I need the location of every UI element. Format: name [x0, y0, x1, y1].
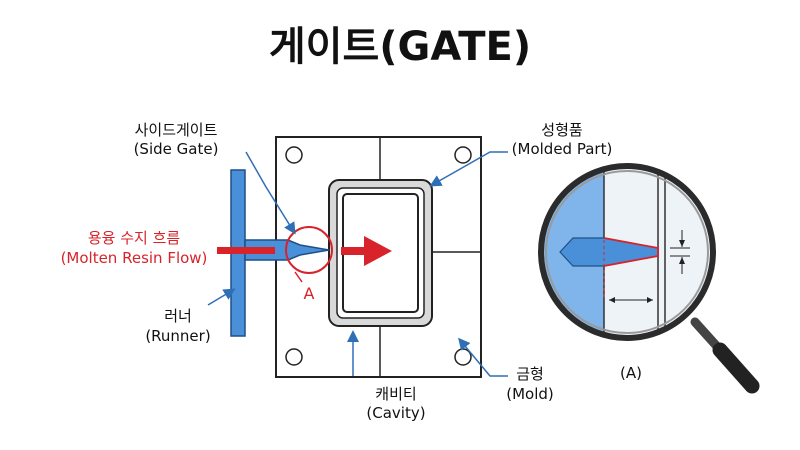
label-runner-ko: 러너 [164, 307, 192, 325]
label-runner-en: (Runner) [145, 327, 210, 345]
label-molded-ko: 성형품 [541, 121, 582, 139]
corner-hole-icon [285, 348, 303, 366]
flow-arrow-icon [217, 236, 392, 266]
label-molded-en: (Molded Part) [512, 140, 613, 158]
label-mold-en: (Mold) [506, 385, 554, 403]
label-molten-en: (Molten Resin Flow) [61, 249, 208, 267]
detail-marker: A [304, 284, 315, 303]
detail-caption: (A) [620, 364, 642, 382]
corner-hole-icon [454, 146, 472, 164]
magnifier-icon [538, 163, 760, 394]
leader-lines [207, 151, 508, 377]
label-side-gate-en: (Side Gate) [134, 140, 219, 158]
label-mold-ko: 금형 [516, 365, 544, 383]
label-cavity-en: (Cavity) [366, 404, 425, 422]
page-title: 게이트(GATE) [269, 24, 531, 70]
gate-detail-circle [285, 226, 333, 274]
label-molten-ko: 용융 수지 흐름 [88, 229, 181, 247]
label-side-gate-ko: 사이드게이트 [135, 121, 218, 139]
corner-hole-icon [285, 146, 303, 164]
label-cavity-ko: 캐비티 [375, 385, 416, 403]
